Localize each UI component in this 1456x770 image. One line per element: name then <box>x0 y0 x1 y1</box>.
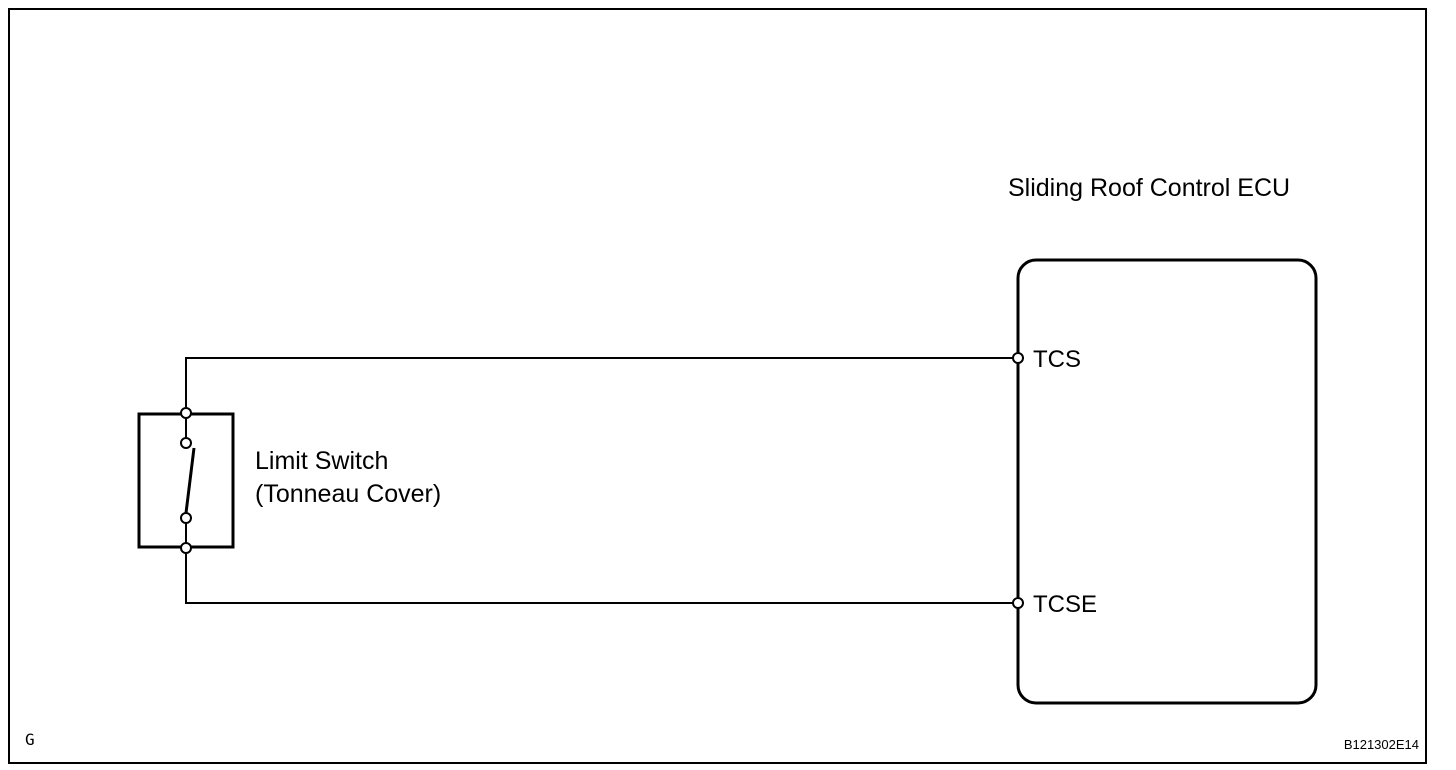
ecu-title: Sliding Roof Control ECU <box>1008 174 1290 202</box>
ecu-box <box>1016 258 1318 705</box>
switch-terminal-top <box>180 407 192 419</box>
terminal-tcs-label: TCS <box>1033 346 1081 373</box>
diagram-frame <box>8 8 1427 764</box>
switch-terminal-bottom <box>180 542 192 554</box>
terminal-tcse-label: TCSE <box>1033 591 1097 618</box>
terminal-tcse-connector <box>1012 597 1024 609</box>
figure-code: B121302E14 <box>1344 737 1419 752</box>
wire-tcse <box>185 548 1013 604</box>
switch-contact-arm <box>184 447 196 514</box>
wire-tcs <box>185 357 1013 413</box>
switch-contact-bottom <box>180 512 192 524</box>
switch-name-line1: Limit Switch <box>255 447 388 475</box>
switch-name-line2: (Tonneau Cover) <box>255 480 441 508</box>
switch-contact-top <box>180 437 192 449</box>
terminal-tcs-connector <box>1012 352 1024 364</box>
corner-letter: G <box>25 730 35 749</box>
